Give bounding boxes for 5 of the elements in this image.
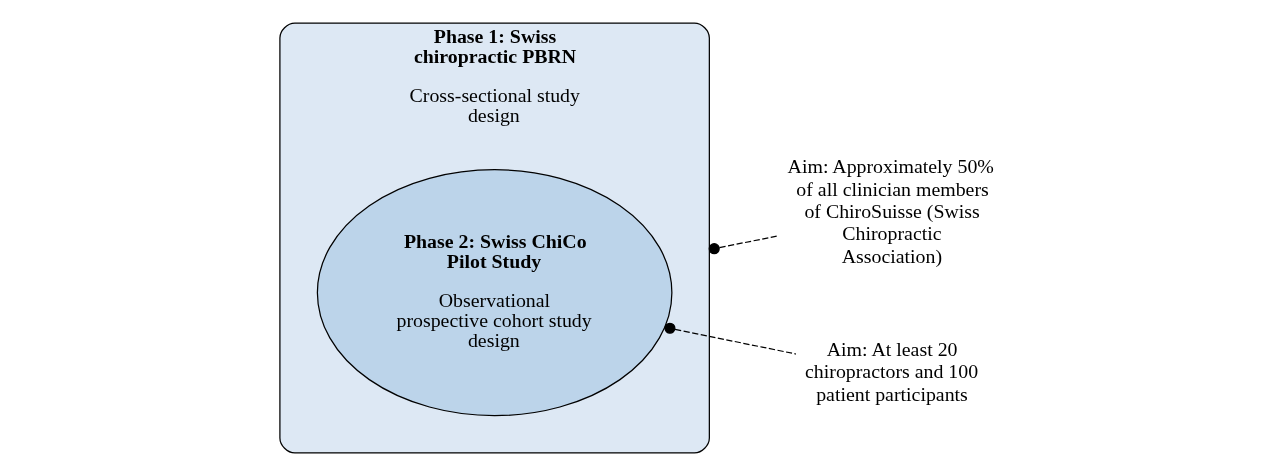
node-text: Aim: Approximately 50% of all clinician members of ChiroSuisse (Swiss Chiropractic Association) <box>787 155 994 267</box>
connector <box>708 235 780 255</box>
connector <box>664 322 797 355</box>
node-text: Aim: At least 20 chiropractors and 100 patient participants <box>805 337 979 405</box>
node-ellipse: Phase 2: Swiss ChiCo Pilot Study Observational prospective cohort study design <box>316 169 673 417</box>
